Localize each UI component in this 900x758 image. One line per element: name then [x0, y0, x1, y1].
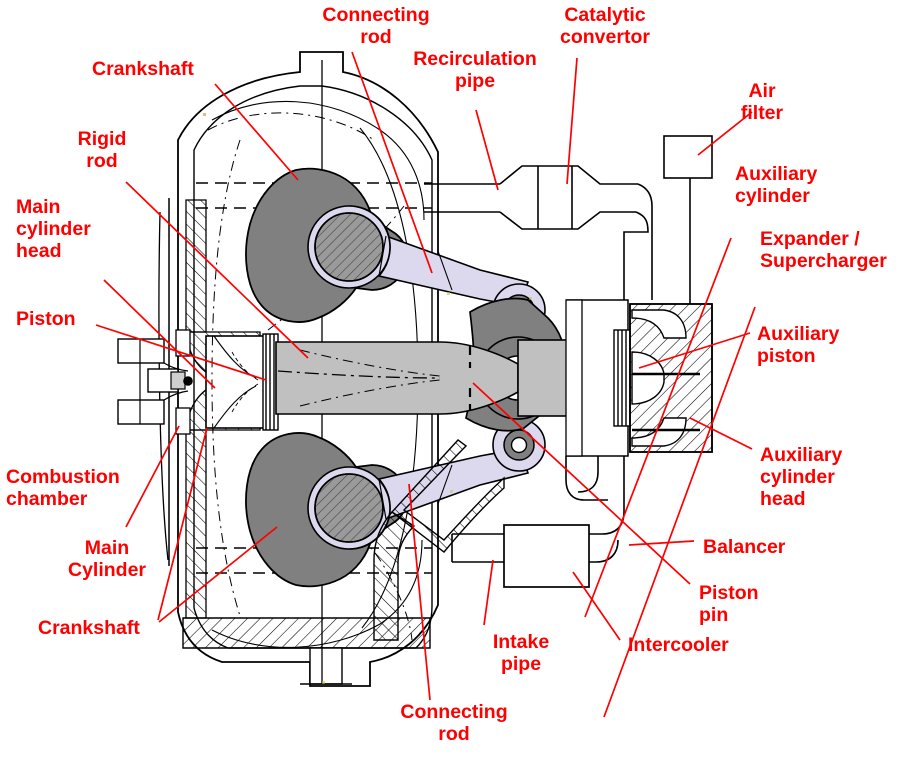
leader-balancer: [628, 540, 695, 546]
label-piston-pin: Piston pin: [699, 582, 759, 626]
leader-expander-supercharger: [603, 306, 756, 718]
label-catalytic-convertor: Catalytic convertor: [560, 4, 650, 48]
label-piston: Piston: [16, 308, 76, 330]
leader-connecting-rod-top: [351, 51, 433, 274]
leader-piston-pin: [472, 382, 691, 585]
leader-recirculation-pipe: [475, 109, 499, 191]
leader-catalytic-convertor: [566, 57, 578, 185]
label-crankshaft-bottom: Crankshaft: [38, 617, 140, 639]
label-crankshaft-top: Crankshaft: [92, 58, 194, 80]
leader-intercooler: [572, 571, 621, 641]
label-main-cylinder-head: Main cylinder head: [16, 196, 91, 262]
leader-air-filter: [697, 111, 753, 156]
crankcase-wall-hatch: [182, 617, 431, 685]
label-intake-pipe: Intake pipe: [492, 631, 550, 675]
leader-crankshaft-bottom: [158, 526, 278, 623]
label-auxiliary-cylinder-head: Auxiliary cylinder head: [760, 444, 843, 510]
connecting-rod-bottom: [307, 450, 530, 550]
label-intercooler: Intercooler: [628, 634, 729, 656]
leader-connecting-rod-bottom: [408, 483, 431, 701]
leader-auxiliary-cylinder-head: [689, 417, 753, 450]
scan-artifacts: [203, 113, 532, 684]
label-rigid-rod: Rigid rod: [77, 128, 127, 172]
intake-duct-hatched: [373, 439, 505, 641]
leader-auxiliary-cylinder: [584, 237, 732, 618]
label-air-filter: Air filter: [740, 80, 784, 124]
label-connecting-rod-top: Connecting rod: [322, 4, 430, 48]
leader-combustion-chamber: [125, 425, 180, 528]
label-combustion-chamber: Combustion chamber: [6, 466, 120, 510]
label-connecting-rod-bottom: Connecting rod: [400, 701, 508, 745]
connecting-rod-bottom-small-end: [492, 418, 546, 472]
leader-crankshaft-top: [214, 83, 299, 181]
catalytic-convertor-outline: [499, 165, 638, 185]
leader-rigid-rod: [125, 181, 309, 359]
label-expander-supercharger: Expander / Supercharger: [760, 228, 887, 272]
leader-main-cylinder-head: [103, 279, 216, 389]
label-recirculation-pipe: Recirculation pipe: [413, 48, 537, 92]
connecting-rod-top: [307, 205, 530, 305]
leader-main-cylinder: [157, 427, 208, 621]
auxiliary-cylinder-body: [565, 299, 631, 457]
auxiliary-cylinder-head: [629, 303, 713, 453]
leader-intake-pipe: [483, 559, 494, 626]
label-auxiliary-cylinder: Auxiliary cylinder: [735, 163, 818, 207]
label-balancer: Balancer: [703, 536, 786, 558]
label-auxiliary-piston: Auxiliary piston: [757, 323, 840, 367]
intercooler-box: [503, 524, 590, 588]
air-filter-box: [663, 135, 713, 179]
main-cylinder-head-assembly: [117, 329, 279, 435]
label-main-cylinder: Main Cylinder: [67, 537, 147, 581]
leader-piston: [95, 324, 267, 381]
leader-auxiliary-piston: [638, 332, 751, 369]
exhaust-and-intake-pipework: [424, 135, 713, 588]
